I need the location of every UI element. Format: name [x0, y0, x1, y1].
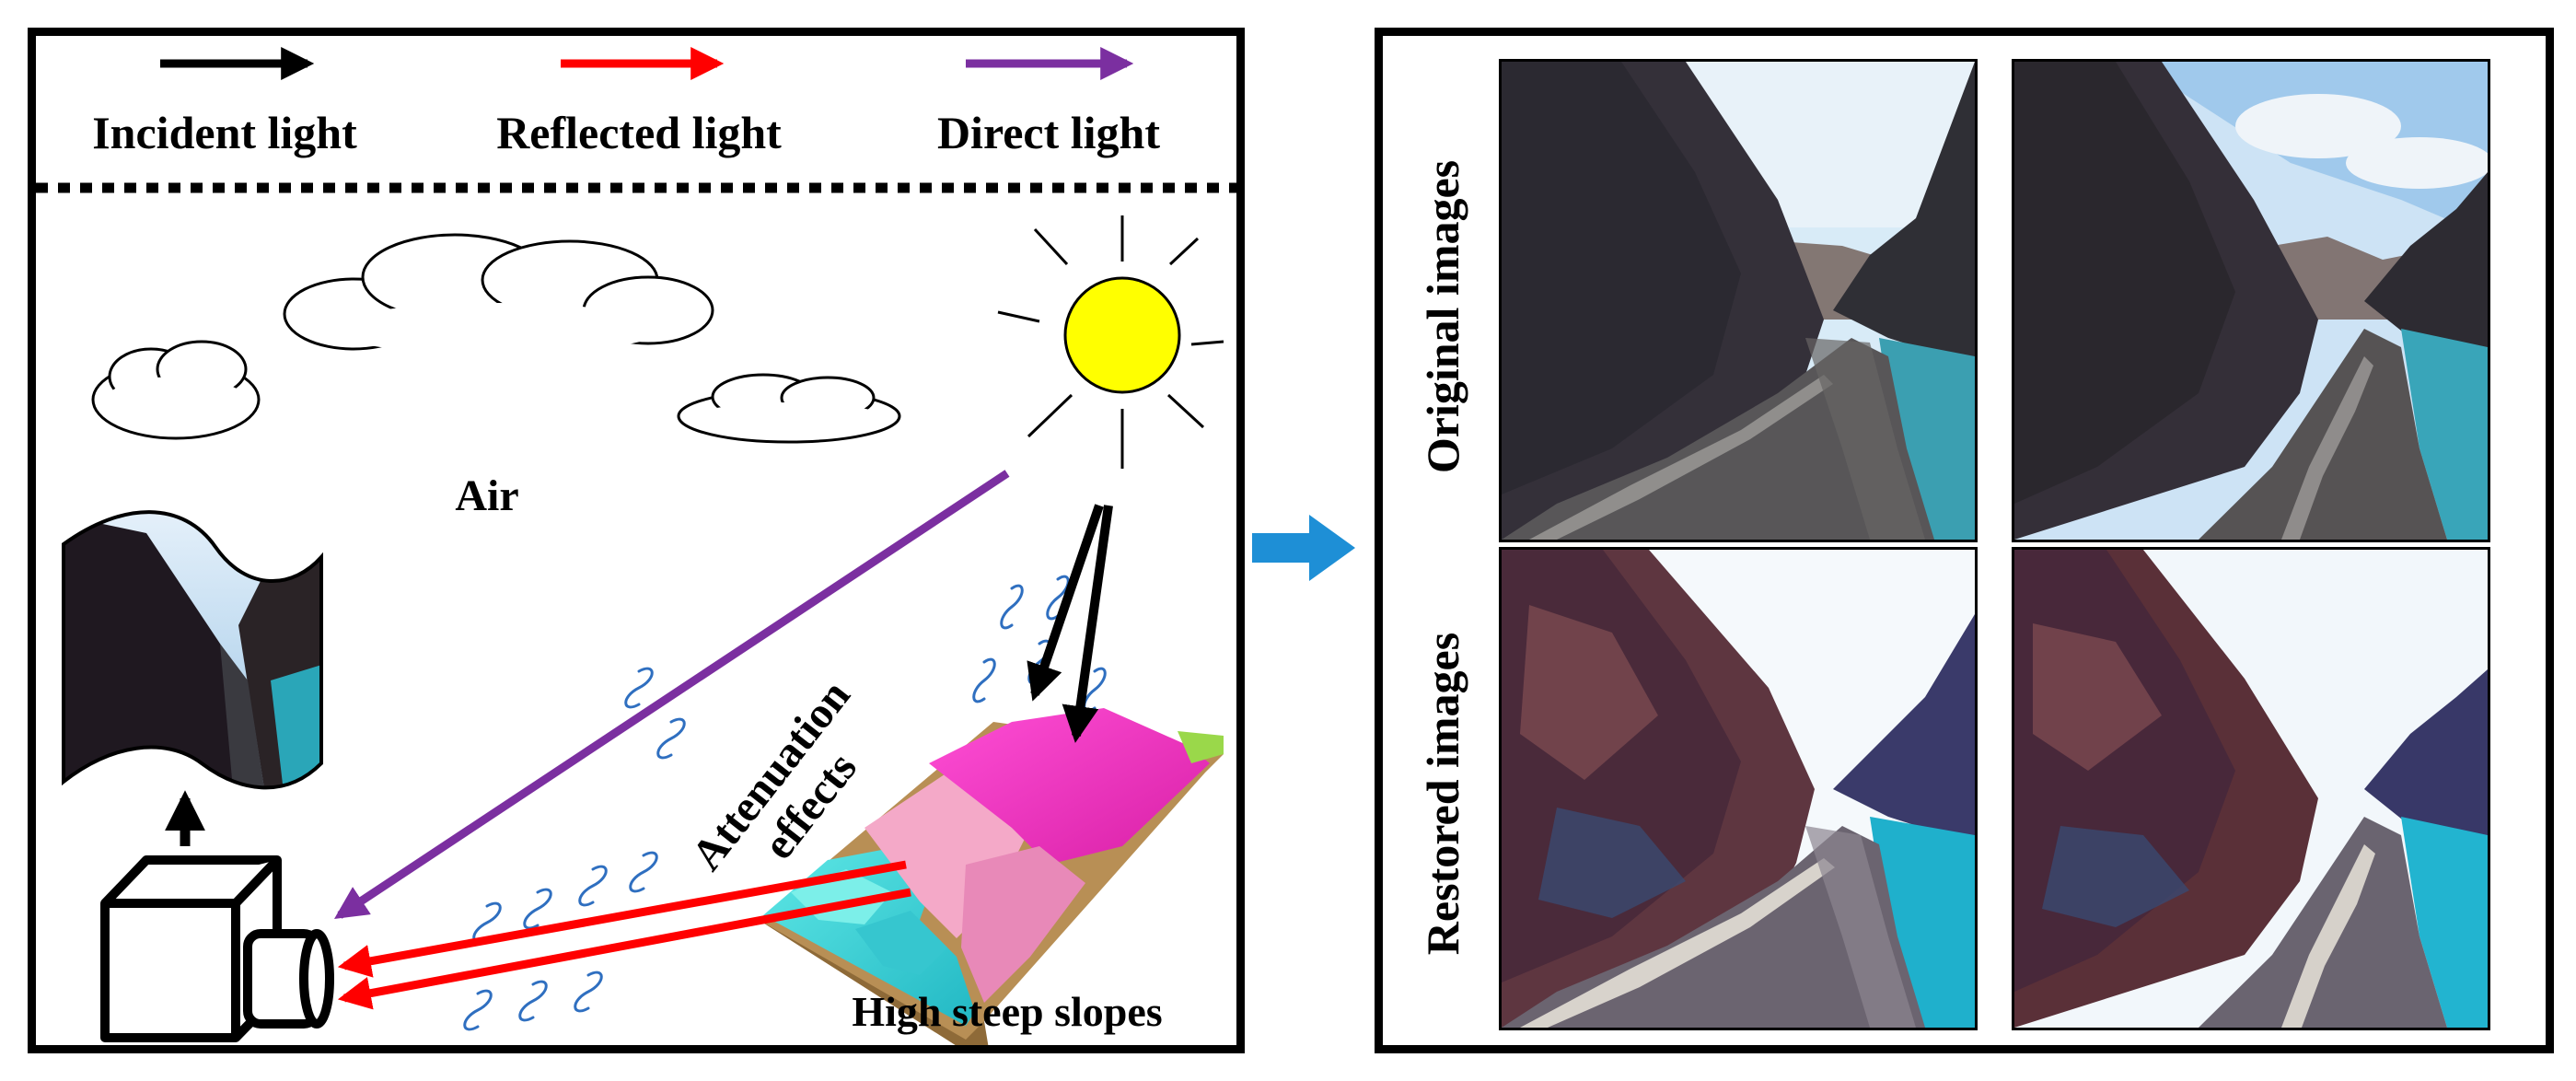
restored-image-1-canvas: [1502, 550, 1975, 1028]
incident-light-legend-label: Incident light: [92, 107, 357, 158]
legend: Incident light Reflected light Direct li…: [36, 64, 1236, 188]
original-image-1-canvas: [1502, 62, 1975, 540]
original-image-2-canvas: [2014, 62, 2488, 540]
restored-images-label: Restored images: [1416, 633, 1469, 955]
sun-icon: [998, 215, 1224, 469]
direct-light-legend-label: Direct light: [937, 107, 1160, 158]
captured-image-icon: [59, 496, 331, 800]
sun-disc: [1065, 278, 1179, 392]
imaging-model-svg: Incident light Reflected light Direct li…: [36, 36, 1236, 1045]
incident-light-arrow-2: [1076, 506, 1108, 736]
imaging-model-panel: Incident light Reflected light Direct li…: [28, 28, 1245, 1053]
restored-image-2-canvas: [2014, 550, 2488, 1028]
original-images-label: Original images: [1416, 160, 1469, 473]
cloud-small-right: [679, 375, 899, 442]
original-image-2: [2012, 59, 2490, 542]
air-label: Air: [455, 471, 518, 520]
cloud-small-left: [93, 342, 259, 438]
original-image-1: [1499, 59, 1978, 542]
camera-icon: [105, 860, 330, 1038]
transition-arrow-icon: [1250, 511, 1359, 585]
high-steep-slopes-label: High steep slopes: [852, 988, 1162, 1035]
results-panel: Original images Restored images: [1375, 28, 2554, 1053]
reflected-light-legend-label: Reflected light: [496, 107, 782, 158]
restored-image-2: [2012, 547, 2490, 1030]
cloud-large: [284, 235, 713, 355]
restored-image-1: [1499, 547, 1978, 1030]
